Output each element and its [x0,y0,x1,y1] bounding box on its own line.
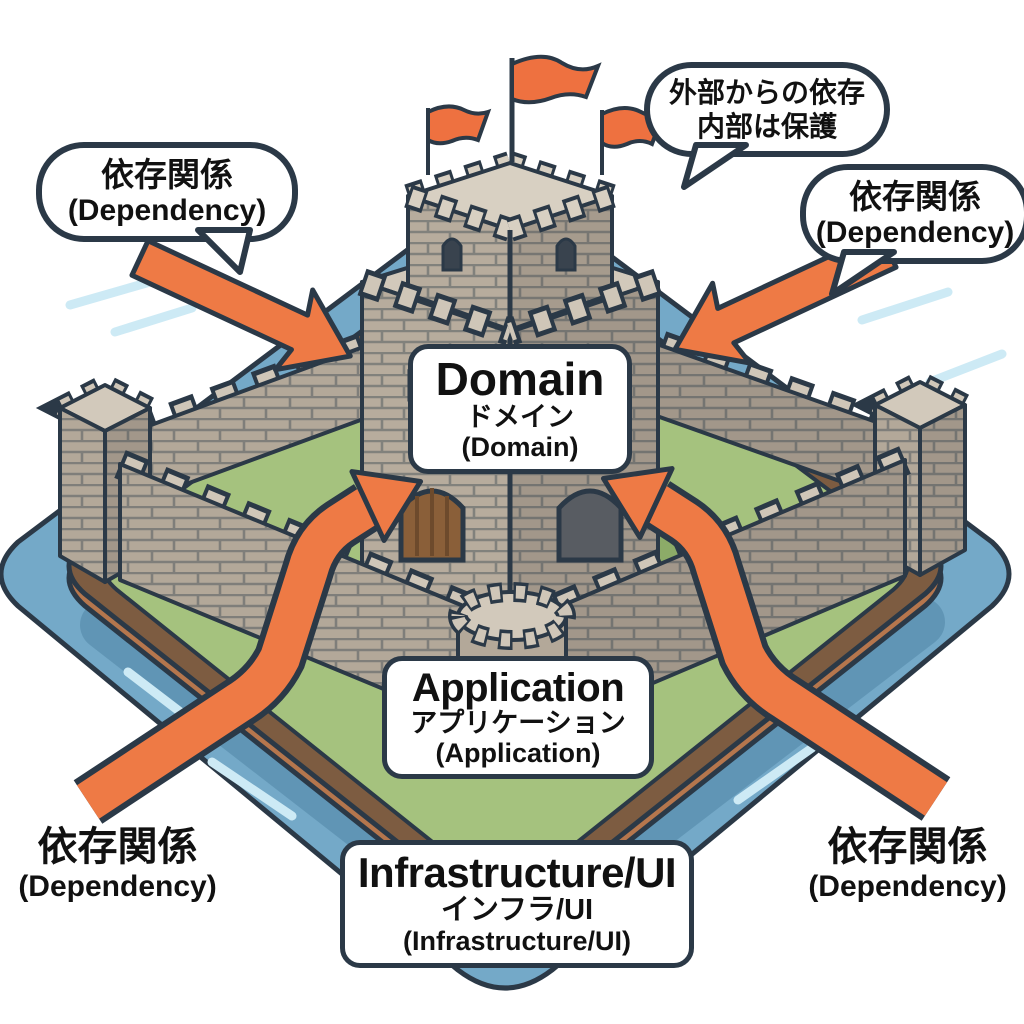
caption-text-en: (Dependency) [808,870,1007,903]
bubble-tail [195,227,253,276]
layer-name-ja: インフラ/UI [440,894,594,927]
bubble-text-ja: 依存関係 [101,156,233,193]
caption-text-en: (Dependency) [18,870,217,903]
bubble-text-en: (Dependency) [67,193,267,227]
caption-text-ja: 依存関係 [37,825,198,869]
caption-dependency-bottom-right: 依存関係 (Dependency) [800,824,1015,903]
layer-name-paren: (Infrastructure/UI) [402,925,632,956]
bubble-dependency-top-left: 依存関係 (Dependency) [36,142,298,276]
bubble-text-en: (Dependency) [815,215,1015,249]
flag-icon [426,104,492,146]
label-infrastructure-layer: Infrastructure/UI インフラ/UI (Infrastructur… [340,840,694,968]
label-domain-layer: Domain ドメイン (Domain) [408,344,632,474]
caption-dependency-bottom-left: 依存関係 (Dependency) [10,824,225,903]
layer-name-en: Application [411,666,625,710]
arrow-bottom-left-dependency [73,469,424,824]
bubble-tail [681,142,749,191]
bubble-text-ja: 外部からの依存 [668,77,865,108]
keep-window [441,237,463,272]
label-application-layer: Application アプリケーション (Application) [382,656,654,780]
arrow-bottom-right-dependency [600,466,951,821]
layer-name-en: Infrastructure/UI [357,849,677,896]
bubble-text-ja: 内部は保護 [696,110,837,142]
caption-text-ja: 依存関係 [827,825,988,869]
bubble-external-dependency-note: 外部からの依存 内部は保護 [644,62,890,191]
keep-upper-tower [404,151,616,332]
bubble-dependency-right: 依存関係 (Dependency) [800,164,1024,298]
layer-name-ja: ドメイン [466,402,574,433]
arrow-top-left-dependency [129,238,353,373]
layer-name-en: Domain [435,353,605,405]
bubble-tail [829,249,897,298]
layer-name-paren: (Application) [435,737,601,768]
layer-name-paren: (Domain) [461,431,579,462]
layer-name-ja: アプリケーション [410,708,626,738]
flags [426,54,667,175]
keep-window [555,237,577,272]
flag-icon [510,54,602,105]
gate-right [556,488,624,563]
bubble-text-ja: 依存関係 [849,178,981,215]
